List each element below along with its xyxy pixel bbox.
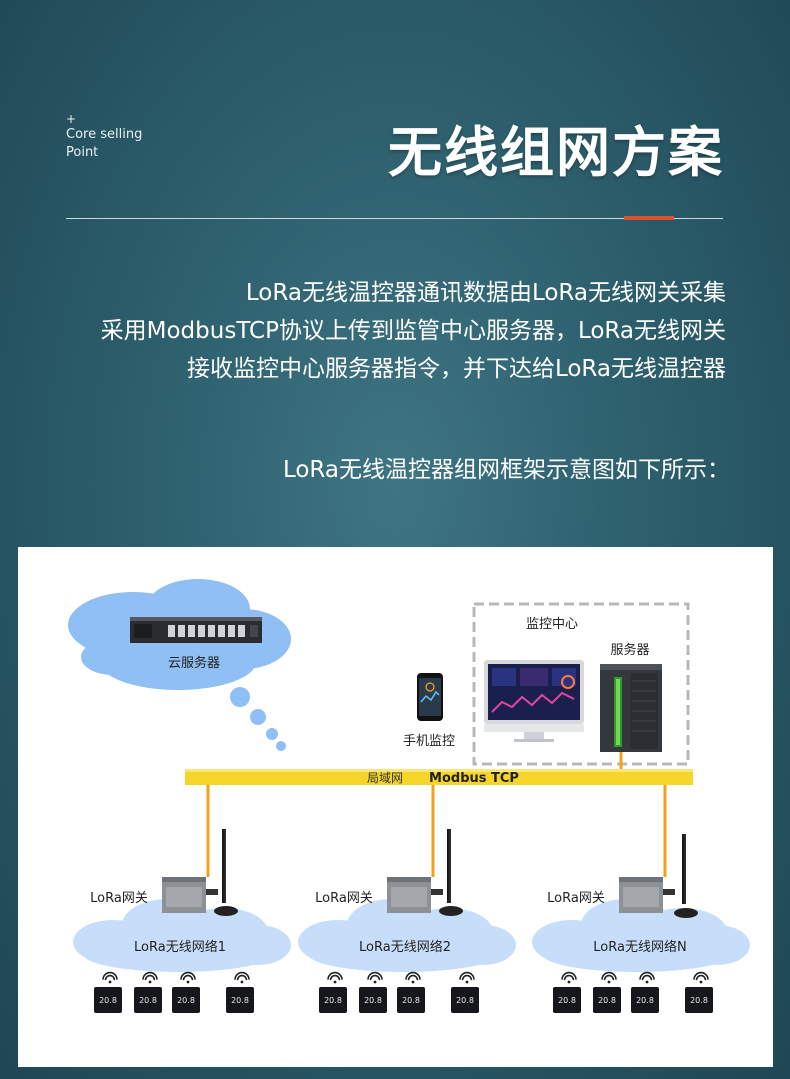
lora-network-label: LoRa无线网络2 <box>359 939 451 955</box>
core-line-1: Core selling <box>66 127 143 142</box>
thermostat-array: 20.8 20.8 20.8 20.8 20.8 20.8 20.8 20.8 20.8 20.8… <box>94 971 713 1013</box>
intro-line-3: 接收监控中心服务器指令，并下达给LoRa无线温控器 <box>186 356 726 382</box>
wifi-icon <box>601 971 617 984</box>
intro-line-1: LoRa无线温控器通讯数据由LoRa无线网关采集 <box>245 280 726 306</box>
wifi-icon <box>367 971 383 984</box>
thermostat-device: 20.8 <box>631 971 659 1013</box>
wifi-icon <box>142 971 158 984</box>
thermostat-display: 20.8 <box>231 996 249 1005</box>
thermostat-display: 20.8 <box>636 996 654 1005</box>
thermostat-display: 20.8 <box>177 996 195 1005</box>
modbus-bus <box>185 769 693 785</box>
thermostat-device: 20.8 <box>94 971 122 1013</box>
lora-cloud-shape <box>532 899 750 972</box>
lora-group-1: LoRa网关 LoRa无线网络1 <box>73 829 291 972</box>
wifi-icon <box>459 971 475 984</box>
monitor-center-box <box>472 602 690 766</box>
thermostat-device: 20.8 <box>451 971 479 1013</box>
wifi-icon <box>102 971 118 984</box>
gateway-label: LoRa网关 <box>547 891 605 906</box>
diagram-intro: LoRa无线温控器组网框架示意图如下所示： <box>282 457 730 483</box>
divider-line <box>66 218 723 219</box>
network-diagram: 云服务器 监控中心 服务器 <box>68 579 750 1013</box>
monitor-icon <box>484 660 584 742</box>
cloud-server-label: 云服务器 <box>168 655 220 671</box>
gateway-label: LoRa网关 <box>315 891 373 906</box>
network-diagram-panel: 云服务器 监控中心 服务器 <box>18 547 773 1067</box>
page-title: 无线组网方案 <box>388 121 724 184</box>
phone-icon <box>417 673 443 721</box>
thermostat-display: 20.8 <box>690 996 708 1005</box>
wifi-icon <box>405 971 421 984</box>
tower-server-icon <box>600 664 662 752</box>
lora-group-3: LoRa网关 LoRa无线网络N <box>532 834 750 972</box>
wifi-icon <box>639 971 655 984</box>
intro-paragraph: LoRa无线温控器通讯数据由LoRa无线网关采集 采用ModbusTCP协议上传… <box>101 274 726 388</box>
lora-network-label: LoRa无线网络1 <box>134 939 226 955</box>
thermostat-display: 20.8 <box>324 996 342 1005</box>
thermostat-device: 20.8 <box>226 971 254 1013</box>
thermostat-device: 20.8 <box>593 971 621 1013</box>
thermostat-device: 20.8 <box>172 971 200 1013</box>
core-selling-point: + Core selling Point <box>66 112 142 162</box>
bus-protocol-label: Modbus TCP <box>429 771 519 786</box>
thermostat-display: 20.8 <box>99 996 117 1005</box>
wifi-icon <box>561 971 577 984</box>
rack-server-icon <box>130 617 262 643</box>
lan-label: 局域网 <box>367 771 403 785</box>
thermostat-device: 20.8 <box>397 971 425 1013</box>
divider-accent <box>624 216 674 220</box>
thermostat-device: 20.8 <box>319 971 347 1013</box>
lora-group-2: LoRa网关 LoRa无线网络2 <box>298 829 516 972</box>
lora-network-label: LoRa无线网络N <box>593 939 686 955</box>
wifi-icon <box>327 971 343 984</box>
thermostat-device: 20.8 <box>359 971 387 1013</box>
wifi-icon <box>234 971 250 984</box>
thermostat-device: 20.8 <box>553 971 581 1013</box>
thermostat-device: 20.8 <box>134 971 162 1013</box>
lora-cloud-shape <box>73 899 291 972</box>
wifi-icon <box>693 971 709 984</box>
core-line-2: Point <box>66 145 99 160</box>
monitor-center-label: 监控中心 <box>526 617 578 632</box>
thermostat-display: 20.8 <box>139 996 157 1005</box>
intro-line-2: 采用ModbusTCP协议上传到监管中心服务器，LoRa无线网关 <box>100 318 726 344</box>
gateway-icon <box>619 834 698 918</box>
thermostat-device: 20.8 <box>685 971 713 1013</box>
lora-cloud-shape <box>298 899 516 972</box>
server-label: 服务器 <box>610 642 649 658</box>
gateway-icon <box>387 829 463 916</box>
phone-monitor-label: 手机监控 <box>403 734 455 749</box>
wifi-icon <box>180 971 196 984</box>
thermostat-display: 20.8 <box>402 996 420 1005</box>
thermostat-display: 20.8 <box>598 996 616 1005</box>
gateway-label: LoRa网关 <box>90 891 148 906</box>
thermostat-display: 20.8 <box>456 996 474 1005</box>
gateway-icon <box>162 829 238 916</box>
thermostat-display: 20.8 <box>364 996 382 1005</box>
thermostat-display: 20.8 <box>558 996 576 1005</box>
plus-mark: + <box>66 112 77 126</box>
